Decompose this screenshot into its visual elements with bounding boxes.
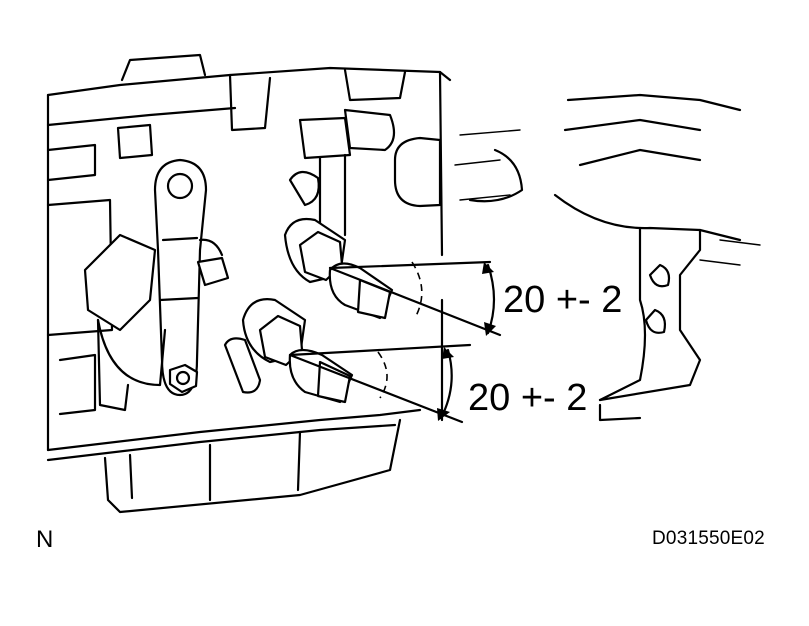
angle-dimension-arcs bbox=[437, 262, 496, 421]
lower-oil-cooler-pipe bbox=[241, 298, 354, 404]
orientation-mark: N bbox=[36, 526, 54, 553]
angle-reference-lines bbox=[288, 260, 502, 424]
neutral-start-switch bbox=[83, 233, 230, 412]
right-housing bbox=[553, 93, 761, 422]
lower-angle-label: 20 +- 2 bbox=[468, 377, 587, 419]
upper-angle-label: 20 +- 2 bbox=[503, 279, 622, 321]
shift-lever bbox=[116, 123, 208, 397]
oil-pan bbox=[46, 408, 422, 514]
small-pipes bbox=[223, 108, 396, 394]
figure-code: D031550E02 bbox=[652, 528, 765, 549]
